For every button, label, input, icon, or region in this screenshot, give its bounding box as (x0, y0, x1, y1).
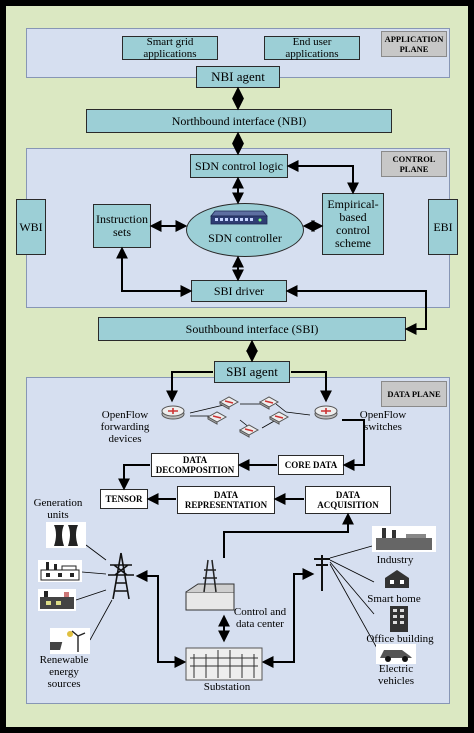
smart-home-icon (385, 570, 409, 588)
electric-vehicle-icon (376, 644, 416, 664)
openflow-switches-label: OpenFlow switches (359, 409, 407, 433)
generation-units-label: Generation units (33, 497, 83, 521)
router-icon (161, 405, 185, 420)
data-representation: DATA REPRESENTATION (177, 486, 275, 514)
end-user-applications: End user applications (264, 36, 360, 60)
control-plane-tag: CONTROL PLANE (381, 151, 447, 177)
sbi-agent: SBI agent (214, 361, 290, 383)
industry-label: Industry (376, 554, 414, 566)
link-substation-pole (261, 568, 315, 668)
link-decomp-tensor (118, 464, 150, 491)
renewable-energy-label: Renewable energy sources (39, 654, 89, 690)
router-icon (314, 405, 338, 420)
switch-icon (206, 411, 228, 425)
switch-icon (238, 424, 260, 438)
link-switch-coredata (342, 419, 365, 471)
sdn-controller-label: SDN controller (208, 231, 282, 245)
data-plane-tag: DATA PLANE (381, 381, 447, 407)
smart-home-label: Smart home (367, 593, 421, 605)
link-logic-empirical (286, 160, 359, 195)
switch-icon (218, 396, 240, 410)
sbi-driver: SBI driver (191, 280, 287, 302)
link-tower-substation (135, 570, 187, 668)
substation-icon (185, 647, 263, 681)
transmission-tower-icon (108, 552, 134, 600)
electric-vehicles-label: Electric vehicles (377, 663, 415, 687)
power-plant-icon (38, 589, 76, 611)
distribution-pole-icon (314, 555, 330, 591)
renewable-energy-icon (50, 628, 90, 654)
sdn-control-logic: SDN control logic (190, 154, 288, 178)
cooling-tower-icon (46, 522, 86, 548)
office-building-icon (390, 606, 408, 632)
wbi: WBI (16, 199, 46, 255)
ebi: EBI (428, 199, 458, 255)
link-driver-instructions (116, 246, 193, 297)
switch-icon (268, 411, 290, 425)
northbound-interface: Northbound interface (NBI) (86, 109, 392, 133)
data-decomposition: DATA DECOMPOSITION (151, 453, 239, 477)
control-center-icon (185, 559, 235, 611)
data-acquisition: DATA ACQUISITION (305, 486, 391, 514)
factory-icon (38, 560, 82, 582)
office-building-label: Office building (366, 633, 434, 645)
industry-icon (372, 526, 436, 552)
link-agent-right-switch (291, 371, 332, 403)
link-center-acq (223, 512, 354, 558)
empirical-control-scheme: Empirical-based control scheme (322, 193, 384, 255)
instruction-sets: Instruction sets (93, 204, 151, 248)
network-switch-icon (210, 210, 268, 225)
link-agent-left-switch (166, 371, 213, 403)
core-data: CORE DATA (278, 455, 344, 475)
application-plane-tag: APPLICATION PLANE (381, 31, 447, 57)
openflow-forwarding-devices-label: OpenFlow forwarding devices (100, 409, 150, 445)
link-driver-sbi (285, 285, 427, 335)
switch-icon (258, 396, 280, 410)
smart-grid-applications: Smart grid applications (122, 36, 218, 60)
substation-label: Substation (203, 681, 251, 693)
